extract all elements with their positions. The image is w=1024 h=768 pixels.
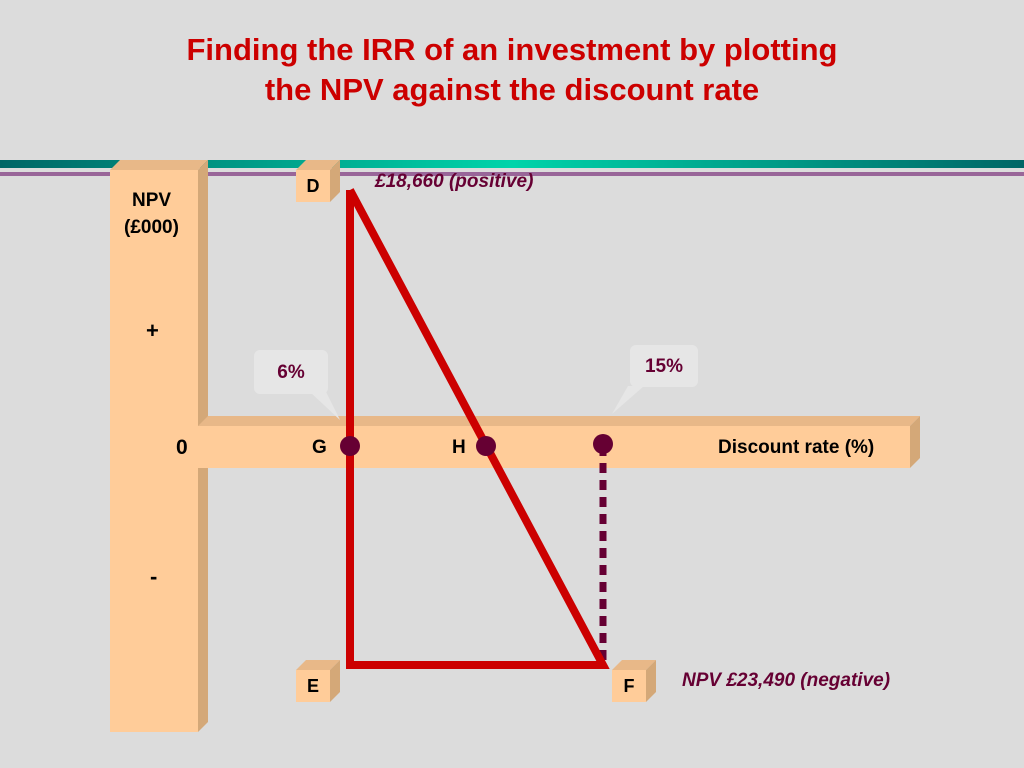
marker-g: [340, 436, 360, 456]
callout-15-percent-text: 15%: [644, 356, 684, 377]
point-label-e: E: [306, 676, 319, 696]
callout-6-percent-text: 6%: [277, 362, 305, 383]
npv-axis-zero: 0: [176, 436, 188, 459]
marker-15-percent: [593, 434, 613, 454]
npv-axis-minus: -: [150, 564, 158, 589]
npv-axis-plus: +: [146, 318, 159, 343]
box-e: [296, 660, 340, 702]
npv-axis-label-1: NPV: [132, 190, 172, 211]
npv-axis-label-2: (£000): [124, 217, 179, 238]
header-band-purple: [0, 172, 1024, 176]
npv-axis-bar: [110, 160, 208, 732]
marker-h: [476, 436, 496, 456]
box-d: [296, 160, 340, 202]
npv-positive-annotation: £18,660 (positive): [375, 171, 534, 192]
discount-rate-axis-bar: [198, 416, 920, 468]
header-band-teal: [0, 160, 1024, 168]
point-label-d: D: [306, 176, 320, 196]
title-line-1: Finding the IRR of an investment by plot…: [186, 32, 838, 67]
point-label-h: H: [452, 437, 466, 458]
point-label-g: G: [312, 437, 327, 458]
callout-6-percent: [254, 350, 340, 420]
npv-negative-annotation: NPV £23,490 (negative): [682, 670, 891, 691]
slide-title: Finding the IRR of an investment by plot…: [0, 30, 1024, 110]
box-f: [612, 660, 656, 702]
discount-rate-label: Discount rate (%): [718, 437, 875, 458]
npv-triangle: [346, 188, 610, 669]
callout-15-percent: [612, 345, 698, 414]
point-label-f: F: [623, 676, 635, 696]
title-line-2: the NPV against the discount rate: [264, 72, 760, 107]
